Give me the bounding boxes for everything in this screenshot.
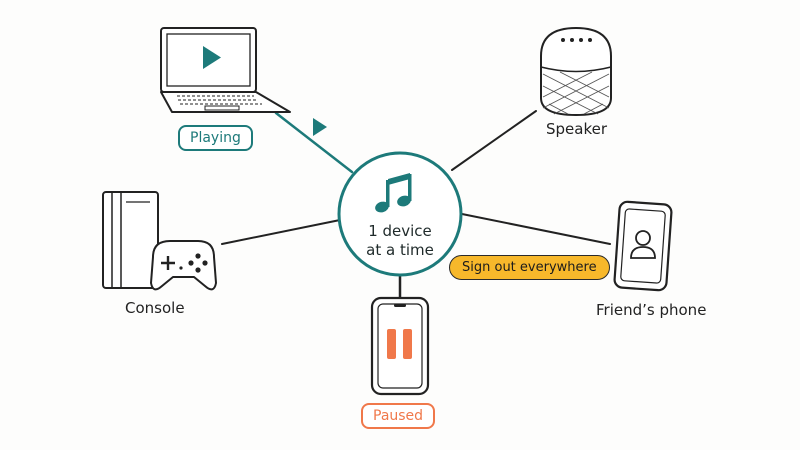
speaker-label: Speaker <box>546 120 608 138</box>
console-tower-icon <box>102 191 159 289</box>
hub-line-2: at a time <box>366 241 434 259</box>
connector-speaker <box>451 110 537 171</box>
status-badge-playing: Playing <box>178 125 253 151</box>
hub-text: 1 device at a time <box>340 222 460 260</box>
sign-out-everywhere-button[interactable]: Sign out everywhere <box>449 255 610 280</box>
status-badge-paused: Paused <box>361 403 436 429</box>
laptop-play-icon <box>203 46 221 69</box>
connector-friends-phone <box>461 213 611 245</box>
hub-circle <box>337 151 463 277</box>
phone-user-icon <box>613 200 673 292</box>
smart-speaker-icon <box>540 26 612 117</box>
music-note-icon <box>375 173 412 213</box>
hub-line-1: 1 device <box>368 222 432 240</box>
laptop-icon <box>160 27 291 113</box>
connector-laptop <box>274 111 354 174</box>
phone-icon <box>370 296 430 396</box>
connector-console <box>221 219 341 245</box>
pause-icon <box>387 329 412 359</box>
console-label: Console <box>125 299 185 317</box>
play-arrow-icon <box>313 118 327 136</box>
friends-phone-label: Friend’s phone <box>596 301 707 319</box>
game-console-icon <box>150 240 217 291</box>
